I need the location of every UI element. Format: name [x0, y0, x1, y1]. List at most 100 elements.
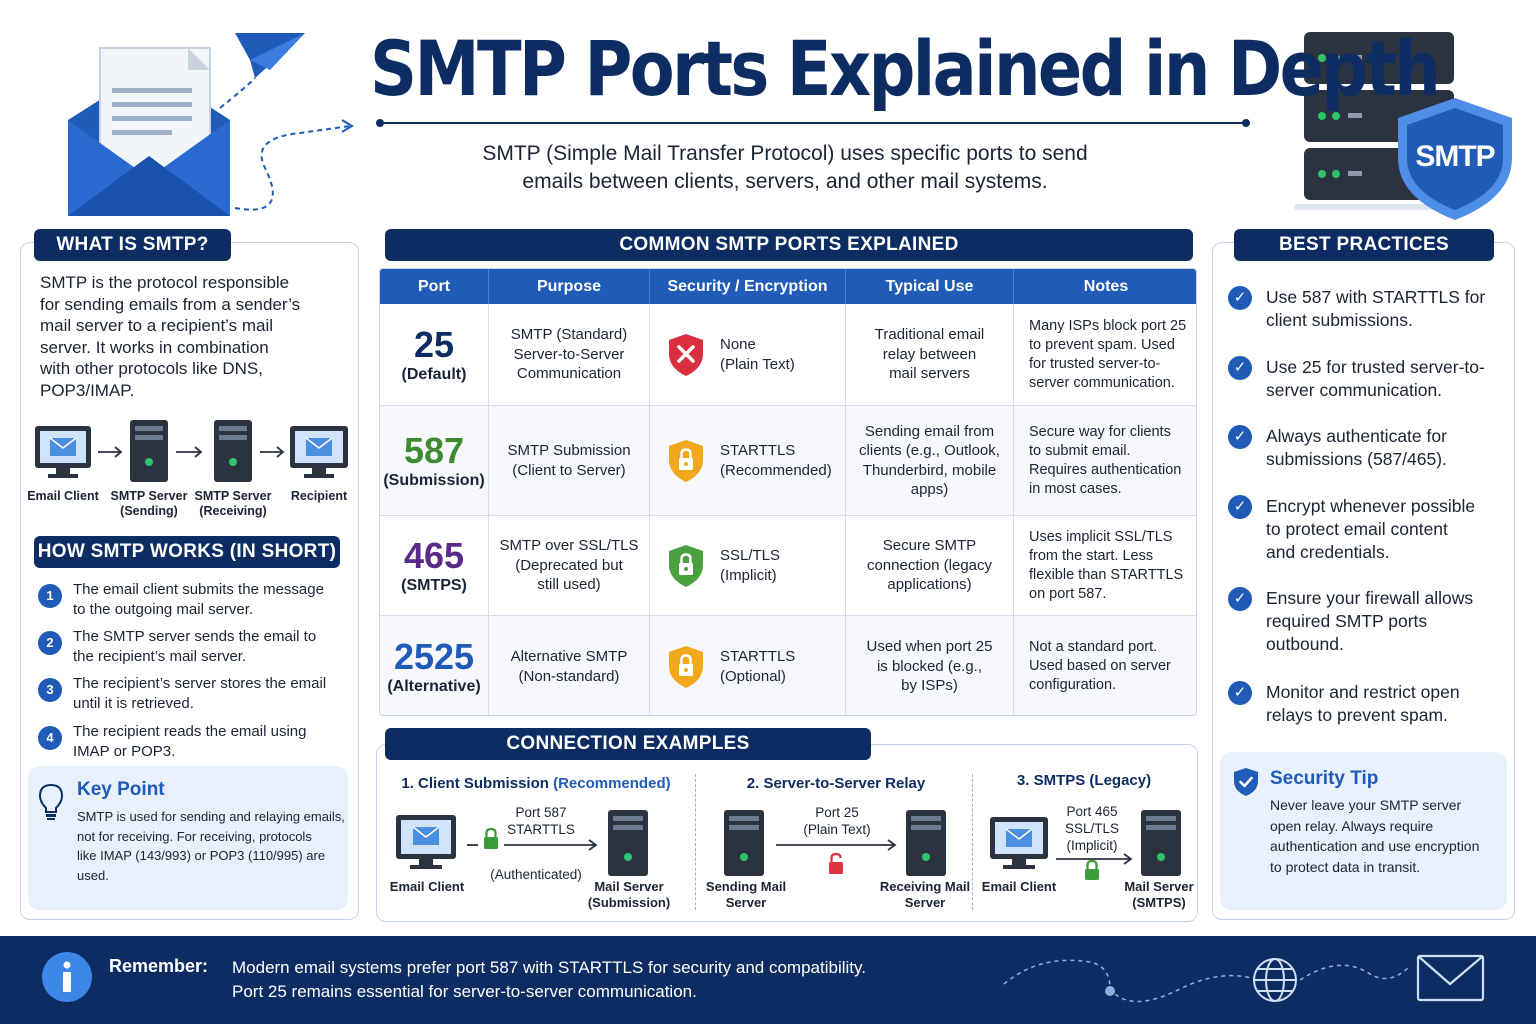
green-lock-icon — [1085, 859, 1099, 880]
shield-check-icon — [1234, 768, 1258, 796]
flow-label-server-receiving: SMTP Server (Receiving) — [190, 489, 276, 519]
best-practice-line: Always authenticate for — [1266, 426, 1447, 446]
column-header-purpose: Purpose — [489, 269, 650, 304]
use-line: Secure SMTP — [882, 537, 977, 555]
notes-line: Secure way for clients — [1029, 423, 1171, 440]
port-number: 465 — [403, 534, 465, 576]
step-line: The email client submits the message — [73, 581, 324, 598]
example-3-mode-line: (Implicit) — [1066, 838, 1118, 853]
column-header-port: Port — [380, 269, 489, 304]
step-number: 1 — [38, 584, 62, 608]
notes-line: in most cases. — [1029, 480, 1122, 497]
notes-line: on port 587. — [1029, 585, 1107, 602]
use-line: apps) — [910, 481, 949, 498]
example-1-port: Port 587 STARTTLS — [486, 804, 596, 838]
table-row-port-cell: 587(Submission) — [380, 406, 489, 516]
port-number: 587 — [403, 429, 465, 471]
purpose-line: Alternative SMTP — [510, 648, 628, 665]
how-smtp-works-heading: HOW SMTP WORKS (IN SHORT) — [34, 536, 340, 568]
notes-line: Uses implicit SSL/TLS — [1029, 528, 1173, 545]
purpose-line: (Non-standard) — [518, 667, 620, 685]
example-1-auth: (Authenticated) — [490, 867, 582, 882]
notes-line: Not a standard port. — [1029, 639, 1158, 655]
smtp-server-sending-icon — [130, 420, 168, 482]
example-2-diagram — [724, 810, 946, 876]
what-is-line: server. It works in combination — [40, 337, 269, 357]
orange-lock-shield-icon — [669, 645, 703, 688]
info-icon — [42, 952, 92, 1002]
security-tip-line: open relay. Always require — [1270, 817, 1434, 834]
ports-table-heading: COMMON SMTP PORTS EXPLAINED — [385, 229, 1193, 261]
use-line: Thunderbird, mobile — [862, 461, 997, 479]
globe-icon — [1253, 958, 1297, 1002]
use-line: clients (e.g., Outlook, — [859, 442, 1000, 459]
use-line: Traditional email — [874, 326, 985, 344]
example-3-to-label: Mail Server (SMTPS) — [1116, 879, 1202, 911]
step-text: The email client submits the message to … — [73, 580, 353, 619]
best-practice-line: Use 25 for trusted server-to- — [1266, 357, 1485, 377]
mail-envelope-icon — [1416, 954, 1485, 1002]
step-number: 2 — [38, 631, 62, 655]
purpose-line: (Deprecated but — [515, 556, 623, 574]
security-line: SSL/TLS — [720, 547, 781, 564]
example-1-from-label: Email Client — [389, 879, 465, 894]
example-1-to-line: Mail Server — [594, 879, 664, 894]
use-line: Sending email from — [864, 422, 995, 440]
use-line: is blocked (e.g., — [876, 657, 983, 675]
purpose-line: Server-to-Server — [513, 345, 625, 363]
security-line: (Implicit) — [720, 566, 777, 584]
notes-line: from the start. Less — [1029, 547, 1154, 564]
flow-label-email-client: Email Client — [27, 489, 99, 503]
connection-examples-heading: CONNECTION EXAMPLES — [385, 728, 871, 760]
key-point-line: not for receiving. For receiving, protoc… — [77, 828, 312, 844]
example-3-to-line: Mail Server — [1124, 879, 1194, 894]
security-tip-line: authentication and use encryption — [1270, 838, 1480, 854]
lightbulb-icon — [38, 783, 64, 820]
security-line: (Plain Text) — [720, 355, 795, 373]
table-row-port-cell: 25(Default) — [380, 304, 489, 406]
what-is-smtp-text: SMTP is the protocol responsible for sen… — [40, 272, 350, 401]
example-1-recommended: (Recommended) — [553, 775, 671, 792]
email-envelope-illustration — [68, 33, 354, 216]
best-practice-line: Ensure your firewall allows — [1266, 588, 1474, 608]
example-2-from-line: Sending Mail — [705, 879, 787, 894]
divider-line — [972, 774, 973, 910]
table-row-security-cell: SSL/TLS (Implicit) — [650, 516, 846, 616]
security-line: STARTTLS — [720, 442, 796, 459]
email-client-monitor-icon — [35, 426, 91, 478]
table-row-notes-cell: Uses implicit SSL/TLS from the start. Les… — [1014, 516, 1196, 616]
notes-line: to prevent spam. Used — [1029, 336, 1175, 353]
security-line: None — [720, 336, 756, 353]
check-circle-icon: ✓ — [1228, 495, 1252, 519]
use-line: Used when port 25 — [866, 638, 993, 656]
step-line: to the outgoing mail server. — [73, 600, 254, 618]
step-line: until it is retrieved. — [73, 694, 194, 712]
notes-line: to submit email. — [1029, 442, 1131, 459]
flow-label-line: SMTP Server — [110, 489, 188, 503]
best-practice-line: relays to prevent spam. — [1266, 705, 1448, 725]
step-line: the recipient’s mail server. — [73, 647, 247, 665]
example-3-to-line: (SMTPS) — [1132, 895, 1186, 910]
table-row-purpose-cell: SMTP Submission(Client to Server) — [489, 406, 650, 516]
example-1-port-line: Port 587 — [515, 805, 567, 820]
best-practice-line: Monitor and restrict open — [1266, 682, 1460, 702]
footer-line: Modern email systems prefer port 587 wit… — [232, 958, 866, 977]
footer-text: Modern email systems prefer port 587 wit… — [232, 956, 992, 1004]
purpose-line: SMTP over SSL/TLS — [499, 537, 639, 555]
page-title: SMTP Ports Explained in Depth — [370, 24, 1441, 113]
recipient-monitor-icon — [290, 426, 348, 478]
what-is-line: mail server to a recipient’s mail — [40, 316, 274, 335]
best-practices-heading: BEST PRACTICES — [1234, 229, 1494, 261]
email-client-monitor-icon — [396, 815, 456, 869]
port-label: (Alternative) — [387, 677, 481, 695]
notes-line: server communication. — [1029, 374, 1175, 391]
check-circle-icon: ✓ — [1228, 286, 1252, 310]
example-1-title-text: 1. Client Submission — [401, 775, 554, 792]
smtp-flow-diagram — [35, 420, 348, 482]
best-practice-line: server communication. — [1266, 380, 1443, 400]
